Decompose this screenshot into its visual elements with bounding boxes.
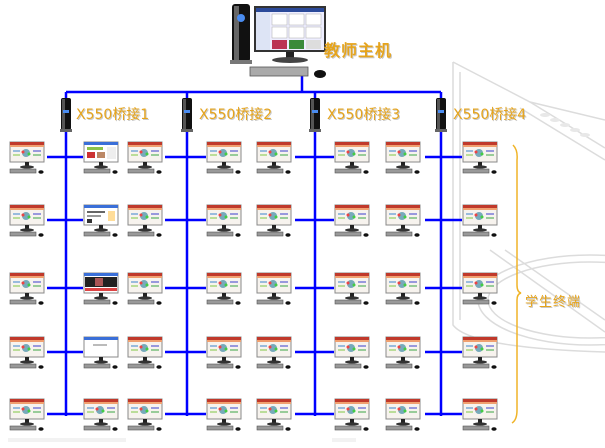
student-computer-icon [332,203,372,239]
student-computer-icon [460,140,500,176]
student-computer-icon [7,335,47,371]
student-computer-icon [383,271,423,307]
student-computer-icon [125,203,165,239]
bridge-1-tower-icon [59,97,73,133]
student-computer-icon [254,397,294,433]
student-computer-icon [383,335,423,371]
student-computer-icon [460,397,500,433]
student-computer-icon [204,140,244,176]
student-computer-icon [383,397,423,433]
student-computer-icon [7,203,47,239]
student-computer-icon [204,335,244,371]
student-computer-icon [383,140,423,176]
student-computer-icon [81,140,121,176]
student-computer-icon [204,271,244,307]
student-computer-icon [125,397,165,433]
student-computer-icon [332,397,372,433]
bridge-4-tower-icon [434,97,448,133]
bridge-3-tower-icon [308,97,322,133]
student-computer-icon [81,397,121,433]
student-computer-icon [81,335,121,371]
student-terminals-label: 学生终端 [525,295,582,310]
bridge-3-label: X550桥接3 [327,107,401,123]
teacher-host-computer-icon [228,2,332,82]
student-computer-icon [332,271,372,307]
teacher-host-label: 教师主机 [324,41,393,60]
student-computer-icon [81,271,121,307]
student-computer-icon [7,397,47,433]
student-computer-icon [254,335,294,371]
student-computer-icon [254,203,294,239]
student-computer-icon [7,140,47,176]
student-computer-icon [125,271,165,307]
student-computer-icon [383,203,423,239]
watermark [8,438,126,442]
bridge-1-label: X550桥接1 [76,107,150,123]
student-computer-icon [332,140,372,176]
student-computer-icon [254,271,294,307]
student-computer-icon [460,203,500,239]
student-computer-icon [81,203,121,239]
student-computer-icon [204,203,244,239]
student-computer-icon [332,335,372,371]
student-computer-icon [460,335,500,371]
student-computer-icon [204,397,244,433]
student-computer-icon [7,271,47,307]
bridge-2-tower-icon [180,97,194,133]
student-computer-icon [254,140,294,176]
student-computer-icon [125,140,165,176]
bridge-4-label: X550桥接4 [453,107,527,123]
student-computer-icon [125,335,165,371]
student-computer-icon [460,271,500,307]
watermark [332,438,356,442]
bridge-2-label: X550桥接2 [199,107,273,123]
